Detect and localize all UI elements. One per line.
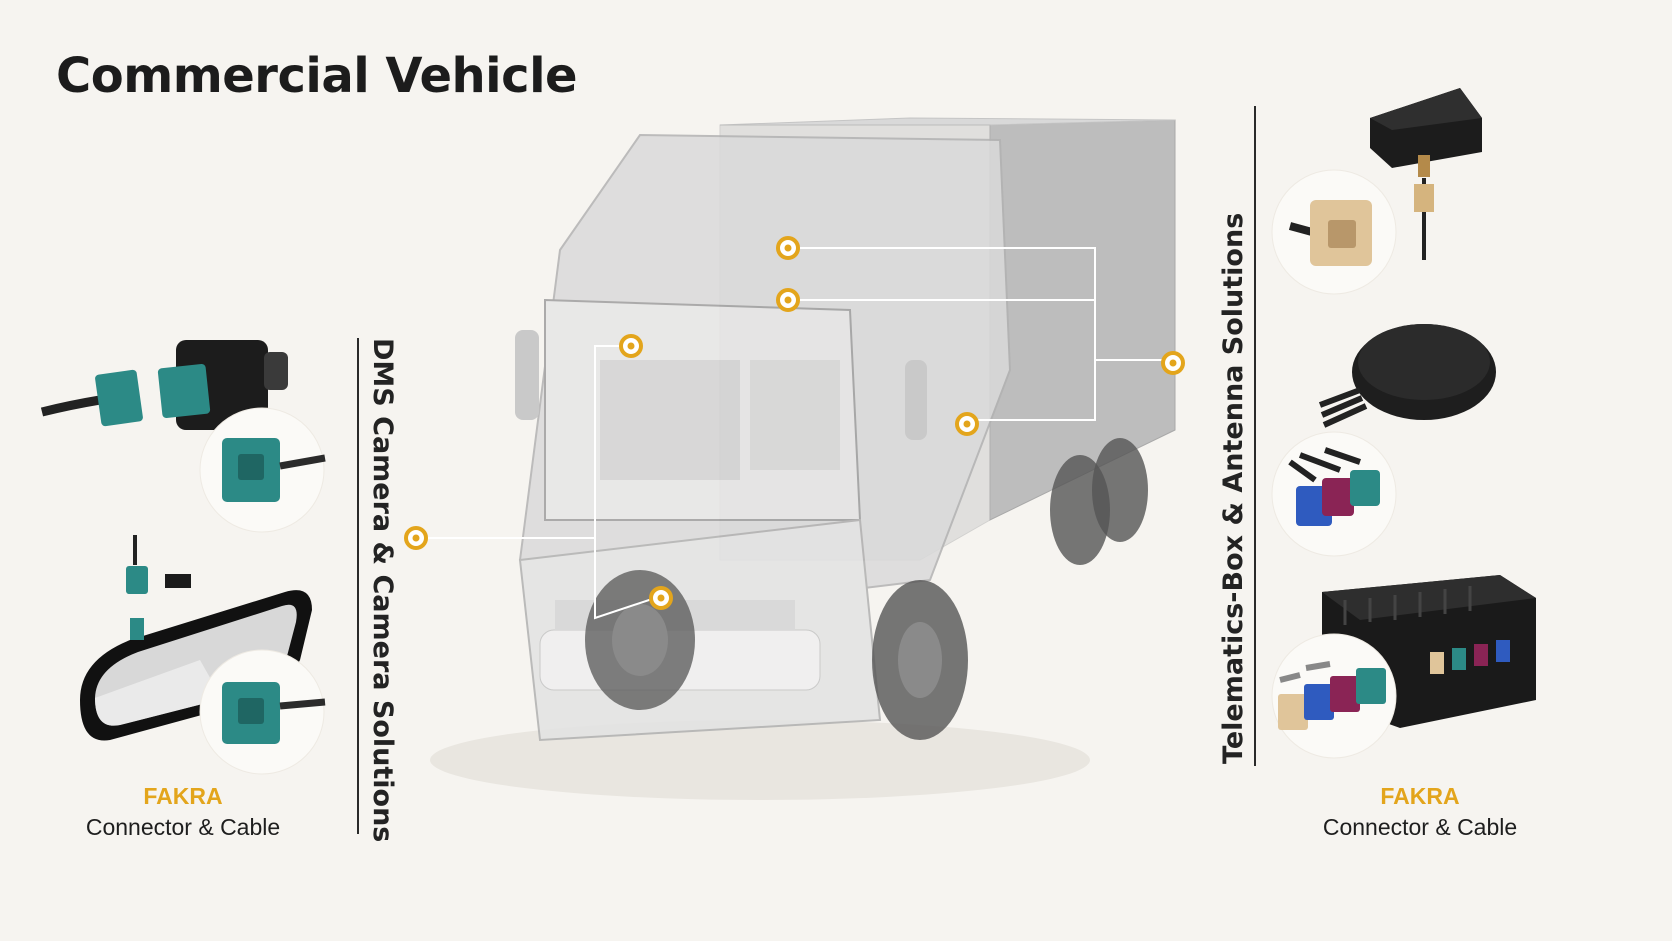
truck-cab	[518, 133, 1012, 742]
right-mirror	[905, 360, 927, 440]
right-section-label: Telematics-Box & Antenna Solutions	[1218, 212, 1249, 764]
shark-antenna-image	[1318, 324, 1496, 428]
page-title: Commercial Vehicle	[56, 48, 578, 104]
left-section-label: DMS Camera & Camera Solutions	[367, 338, 398, 843]
hotspot-dms-camera[interactable]	[619, 334, 643, 358]
left-caption-brand: FAKRA	[143, 783, 223, 809]
fakra-beige-circle	[1271, 169, 1397, 295]
left-caption-sub: Connector & Cable	[85, 814, 281, 840]
right-divider	[1254, 106, 1256, 766]
fakra-connector-circle-2	[199, 649, 326, 775]
left-mirror	[515, 330, 539, 420]
wheels	[585, 438, 1148, 740]
fakra-set-circle	[1271, 633, 1397, 759]
hotspot-telematics[interactable]	[1161, 351, 1185, 375]
fakra-connector-circle-1	[199, 407, 326, 533]
left-divider	[357, 338, 359, 834]
right-caption-sub: Connector & Cable	[1322, 814, 1518, 840]
hotspot-roof-lower[interactable]	[776, 288, 800, 312]
mirror-camera-image	[80, 535, 312, 741]
hotspot-left-camera[interactable]	[404, 526, 428, 550]
fakra-multi-circle	[1271, 431, 1397, 557]
antenna-puck-image	[1370, 88, 1482, 260]
dms-camera-image	[40, 340, 288, 430]
right-caption: FAKRA Connector & Cable	[1290, 783, 1550, 841]
hotspot-roof-upper[interactable]	[776, 236, 800, 260]
hotspot-right-mirror[interactable]	[955, 412, 979, 436]
right-caption-brand: FAKRA	[1380, 783, 1460, 809]
left-caption: FAKRA Connector & Cable	[53, 783, 313, 841]
connection-lines	[416, 247, 1172, 620]
hotspot-front-camera[interactable]	[649, 586, 673, 610]
